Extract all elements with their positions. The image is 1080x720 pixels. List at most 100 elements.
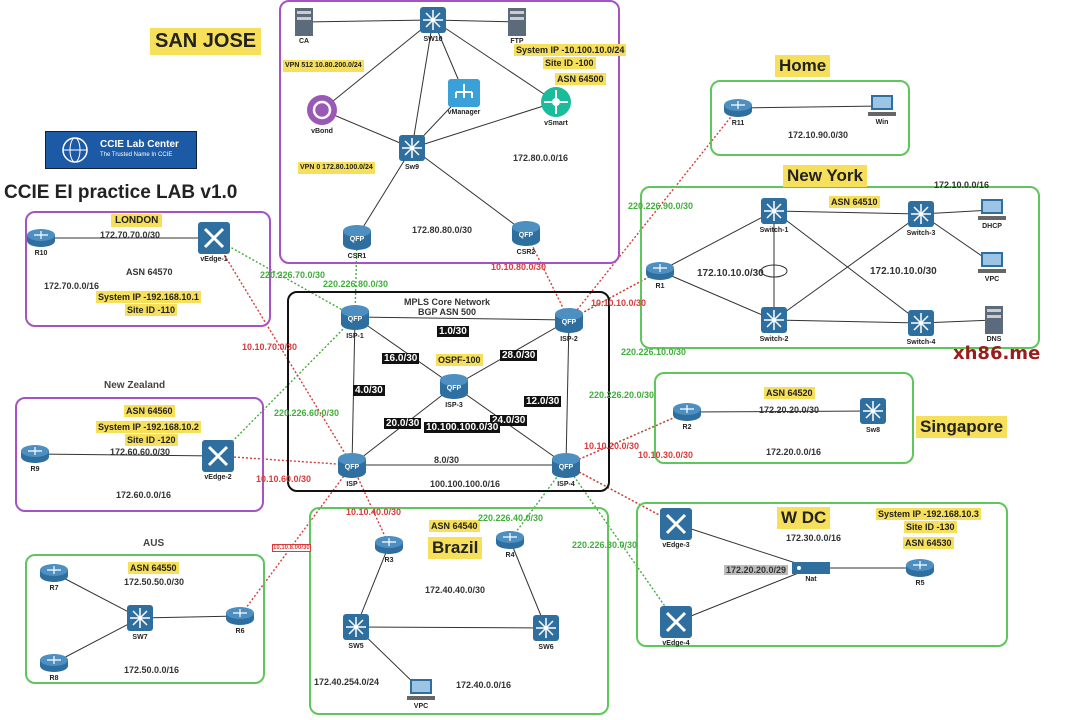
link-r11-isp2 [568, 107, 739, 321]
device-ca[interactable] [293, 7, 315, 37]
device-sw8[interactable] [858, 396, 888, 426]
device-r9[interactable] [19, 443, 51, 465]
device-r6[interactable] [224, 605, 256, 627]
link-sw7-r6 [139, 615, 241, 619]
inet-b: 10.10.60.0/30 [256, 474, 312, 484]
region-mpls-core [287, 291, 610, 492]
device-ispc[interactable]: QFP [336, 450, 368, 480]
device-r2[interactable] [671, 401, 703, 423]
wdc-asn: ASN 64530 [903, 537, 954, 549]
device-vedge1[interactable] [197, 221, 231, 255]
device-r8[interactable] [38, 652, 70, 674]
core-bgp: BGP ASN 500 [418, 307, 477, 317]
device-r7[interactable] [38, 562, 70, 584]
brazil-link: 172.40.40.0/30 [425, 585, 486, 595]
device-nat[interactable] [791, 561, 831, 575]
device-r11[interactable] [722, 97, 754, 119]
device-r3[interactable] [373, 534, 405, 556]
site-title-brazil: Brazil [428, 537, 483, 559]
link-r3-ispc [351, 464, 390, 546]
device-isp1[interactable]: QFP [339, 302, 371, 332]
site-title-home: Home [775, 55, 831, 77]
sg-link: 172.20.20.0/30 [759, 405, 820, 415]
core-loopback: 100.100.100.0/16 [430, 479, 501, 489]
inet-f: 10.10.30.0/30 [638, 450, 694, 460]
device-label-r6: R6 [235, 628, 245, 635]
device-label-r4: R4 [505, 552, 515, 559]
link-csr2-isp2 [525, 232, 570, 321]
switch-icon [761, 307, 787, 333]
core-link-8: 8.0/30 [434, 455, 460, 465]
nz-net: 172.60.0.0/16 [116, 490, 172, 500]
device-win[interactable] [867, 94, 897, 118]
pc-icon [407, 679, 435, 700]
vedge-icon [660, 508, 692, 540]
ny-asn: ASN 64510 [829, 196, 880, 208]
device-label-sw10: SW10 [423, 36, 443, 43]
qfp-icon: QFP [552, 453, 580, 478]
device-sw10[interactable] [418, 5, 448, 35]
inet-c: 10.10.80.0/30 [491, 262, 547, 272]
device-nvpc[interactable] [977, 251, 1007, 275]
sg-net: 172.20.0.0/16 [766, 447, 822, 457]
region-san-jose [279, 0, 620, 264]
ny-link-2: 172.10.10.0/30 [870, 266, 937, 277]
device-sw5[interactable] [341, 612, 371, 642]
device-switch1[interactable] [759, 196, 789, 226]
device-label-nvpc: VPC [984, 276, 1000, 283]
device-ftp[interactable] [506, 7, 528, 37]
nz-link: 172.60.60.0/30 [110, 447, 171, 457]
device-vedge2[interactable] [201, 439, 235, 473]
device-isp3[interactable]: QFP [438, 371, 470, 401]
device-vedge4[interactable] [659, 605, 693, 639]
london-system-ip: System IP -192.168.10.1 [96, 291, 201, 303]
device-isp2[interactable]: QFP [553, 305, 585, 335]
device-sw9[interactable] [397, 133, 427, 163]
device-sw6[interactable] [531, 613, 561, 643]
device-switch4[interactable] [906, 308, 936, 338]
switch-icon [127, 605, 153, 631]
device-isp4[interactable]: QFP [550, 450, 582, 480]
site-title-london: LONDON [111, 214, 163, 227]
device-label-sw7: SW7 [132, 634, 148, 641]
qfp-icon: QFP [555, 308, 583, 333]
home-net: 172.10.90.0/30 [788, 130, 849, 140]
link-vedge3-nat [675, 523, 812, 569]
device-label-switch3: Switch-3 [906, 230, 936, 237]
nat-icon [792, 562, 830, 574]
device-vmanager[interactable] [447, 78, 481, 108]
logo-tagline: The Trusted Name In CCIE [100, 152, 173, 158]
pc-icon [868, 95, 896, 116]
device-switch2[interactable] [759, 305, 789, 335]
device-dhcp[interactable] [977, 198, 1007, 222]
wan-h: 220.226.30.0/30 [572, 540, 638, 550]
sj-system-ip: System IP -10.100.10.0/24 [514, 44, 627, 56]
device-r10[interactable] [25, 227, 57, 249]
device-r5[interactable] [904, 557, 936, 579]
device-vedge3[interactable] [659, 507, 693, 541]
device-switch3[interactable] [906, 199, 936, 229]
device-label-r8: R8 [49, 675, 59, 682]
device-dns[interactable] [983, 305, 1005, 335]
device-r4[interactable] [494, 529, 526, 551]
device-r1[interactable] [644, 260, 676, 282]
link-switch2-switch4 [773, 319, 922, 324]
device-bvpc[interactable] [406, 678, 436, 702]
brazil-vpc-net: 172.40.254.0/24 [314, 677, 380, 687]
link-vedge4-nat [675, 567, 812, 623]
london-site-id: Site ID -110 [125, 304, 178, 316]
device-vbond[interactable] [305, 93, 339, 127]
link-r7-sw7 [53, 572, 141, 619]
pc-icon [978, 252, 1006, 273]
device-vsmart[interactable] [539, 85, 573, 119]
device-csr1[interactable]: QFP [341, 222, 373, 252]
device-sw7[interactable] [125, 603, 155, 633]
svg-text:QFP: QFP [562, 319, 577, 326]
device-label-r7: R7 [49, 585, 59, 592]
device-label-csr1: CSR1 [347, 253, 367, 260]
link-r1-switch2 [659, 270, 775, 321]
link-isp1-isp2 [354, 316, 570, 321]
device-csr2[interactable]: QFP [510, 218, 542, 248]
link-sw10-sw9 [411, 19, 434, 149]
device-label-vsmart: vSmart [544, 120, 568, 127]
